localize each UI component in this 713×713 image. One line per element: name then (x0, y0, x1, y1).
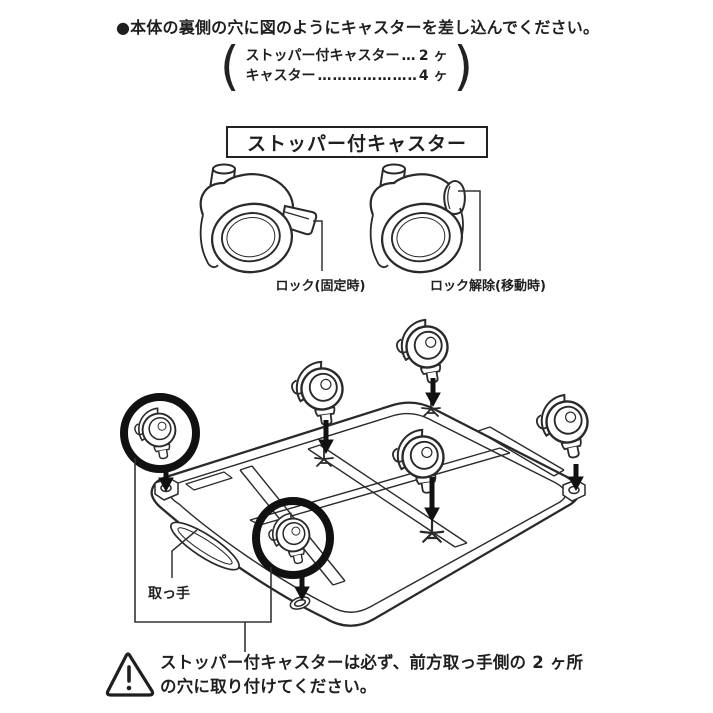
warning-note: ストッパー付キャスターは必ず、前方取っ手側の 2 ヶ所 の穴に取り付けてください… (160, 651, 640, 699)
right-parenthesis: ) (453, 35, 474, 97)
instruction-text: ●本体の裏側の穴に図のようにキャスターを差し込んでください。 (116, 18, 600, 37)
warning-line-2: の穴に取り付けてください。 (160, 677, 377, 696)
insertion-arrow (294, 573, 310, 602)
stopper-highlight-ring-1 (120, 393, 200, 473)
handle-leader-line (171, 529, 198, 578)
part-quantity: 2 ヶ (418, 48, 448, 64)
leader-dots: ……………………… (317, 68, 417, 84)
stopper-caster-front-left (131, 404, 182, 464)
stopper-caster-box-label: ストッパー付キャスター (226, 126, 488, 158)
warning-triangle-icon (105, 652, 155, 697)
insertion-arrow (568, 464, 584, 492)
lock-released-caption: ロック解除(移動時) (430, 279, 546, 294)
parts-list-item: キャスター ……………………… 4 ヶ (246, 67, 448, 85)
insertion-arrow (318, 420, 334, 455)
handle-pocket (170, 521, 240, 571)
warning-leader-line (134, 458, 272, 623)
left-parenthesis: ( (220, 35, 240, 97)
part-quantity: 4 ヶ (418, 68, 448, 84)
caster-far-corner (392, 315, 455, 389)
leader-dots: … (401, 48, 417, 64)
parts-list: ( ストッパー付キャスター … 2 ヶ キャスター ……………………… 4 ヶ … (220, 35, 474, 97)
lock-fixed-caption: ロック(固定時) (275, 279, 366, 294)
parts-list-item: ストッパー付キャスター … 2 ヶ (246, 47, 448, 65)
insertion-arrow (425, 378, 441, 408)
warning-line-1: ストッパー付キャスターは必ず、前方取っ手側の 2 ヶ所 (160, 653, 584, 672)
insertion-arrow (158, 467, 174, 493)
insertion-arrow (424, 477, 440, 523)
part-name: ストッパー付キャスター (245, 48, 400, 64)
base-underside-illustration (150, 399, 586, 627)
handle-label: 取っ手 (148, 586, 190, 602)
caster-detail-locked-illustration (199, 163, 323, 274)
caster-mid-far-left (287, 358, 349, 430)
caster-right-corner (531, 390, 596, 465)
caster-detail-unlocked-illustration (369, 163, 481, 274)
stopper-highlight-ring-2 (252, 497, 334, 579)
insertion-arrows (158, 378, 584, 602)
part-name: キャスター (245, 68, 316, 84)
lock-lever-up (443, 180, 466, 215)
corner-hole-front-bottom (289, 596, 311, 610)
